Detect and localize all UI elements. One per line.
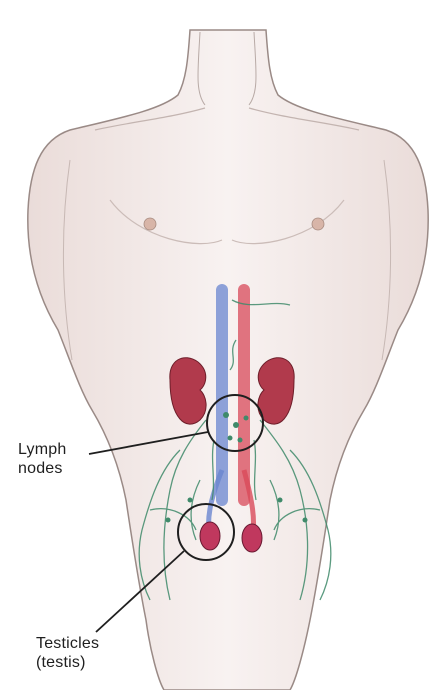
testis-left [200,522,220,550]
body-outline [28,30,428,690]
testicles-label-line2: (testis) [36,653,146,672]
lymph-nodes-label-line2: nodes [18,459,98,478]
lymph-nodes-label: Lymph nodes [18,440,98,478]
testicles-label: Testicles (testis) [36,634,146,672]
nipple-left [144,218,156,230]
lymph-nodes-label-line1: Lymph [18,440,98,459]
nipple-right [312,218,324,230]
testicles-label-line1: Testicles [36,634,146,653]
testis-right [242,524,262,552]
